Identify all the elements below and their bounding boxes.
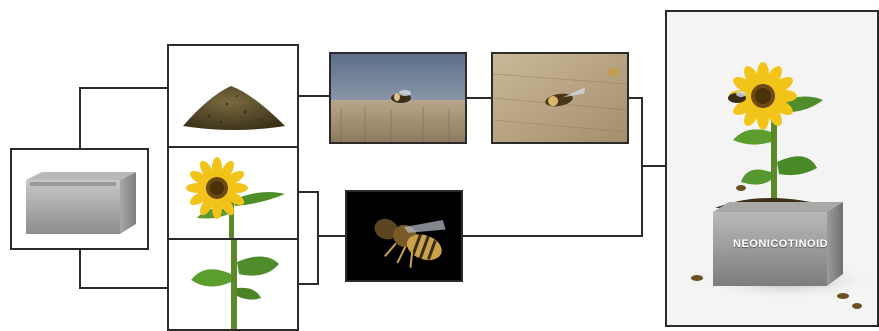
connector-flower-bee	[298, 192, 346, 236]
connector-bee-result	[462, 166, 642, 236]
result-scene-image	[667, 12, 877, 325]
panel-planter-box	[10, 148, 149, 250]
connector-deadbee-result	[628, 98, 666, 166]
panel-soil-pile	[167, 44, 299, 148]
dead-bee-wood-image	[493, 54, 627, 142]
soil-pile-image	[169, 46, 297, 146]
connector-planter-soil	[80, 88, 168, 148]
planter-box-image	[12, 150, 147, 248]
connector-planter-stem	[80, 248, 168, 288]
panel-sunflower-stem	[167, 238, 299, 331]
bee-closeup-image	[347, 192, 461, 280]
bee-on-wood-image	[331, 54, 465, 142]
panel-result-scene: NEONICOTINOID	[665, 10, 879, 327]
sunflower-stem-image	[169, 240, 297, 329]
panel-dead-bee-wood	[491, 52, 629, 144]
sunflower-bloom-image	[169, 148, 297, 238]
panel-bee-closeup	[345, 190, 463, 282]
panel-sunflower-bloom	[167, 146, 299, 240]
planter-label: NEONICOTINOID	[733, 238, 863, 250]
connector-stem-bee	[298, 236, 318, 284]
panel-bee-on-wood	[329, 52, 467, 144]
